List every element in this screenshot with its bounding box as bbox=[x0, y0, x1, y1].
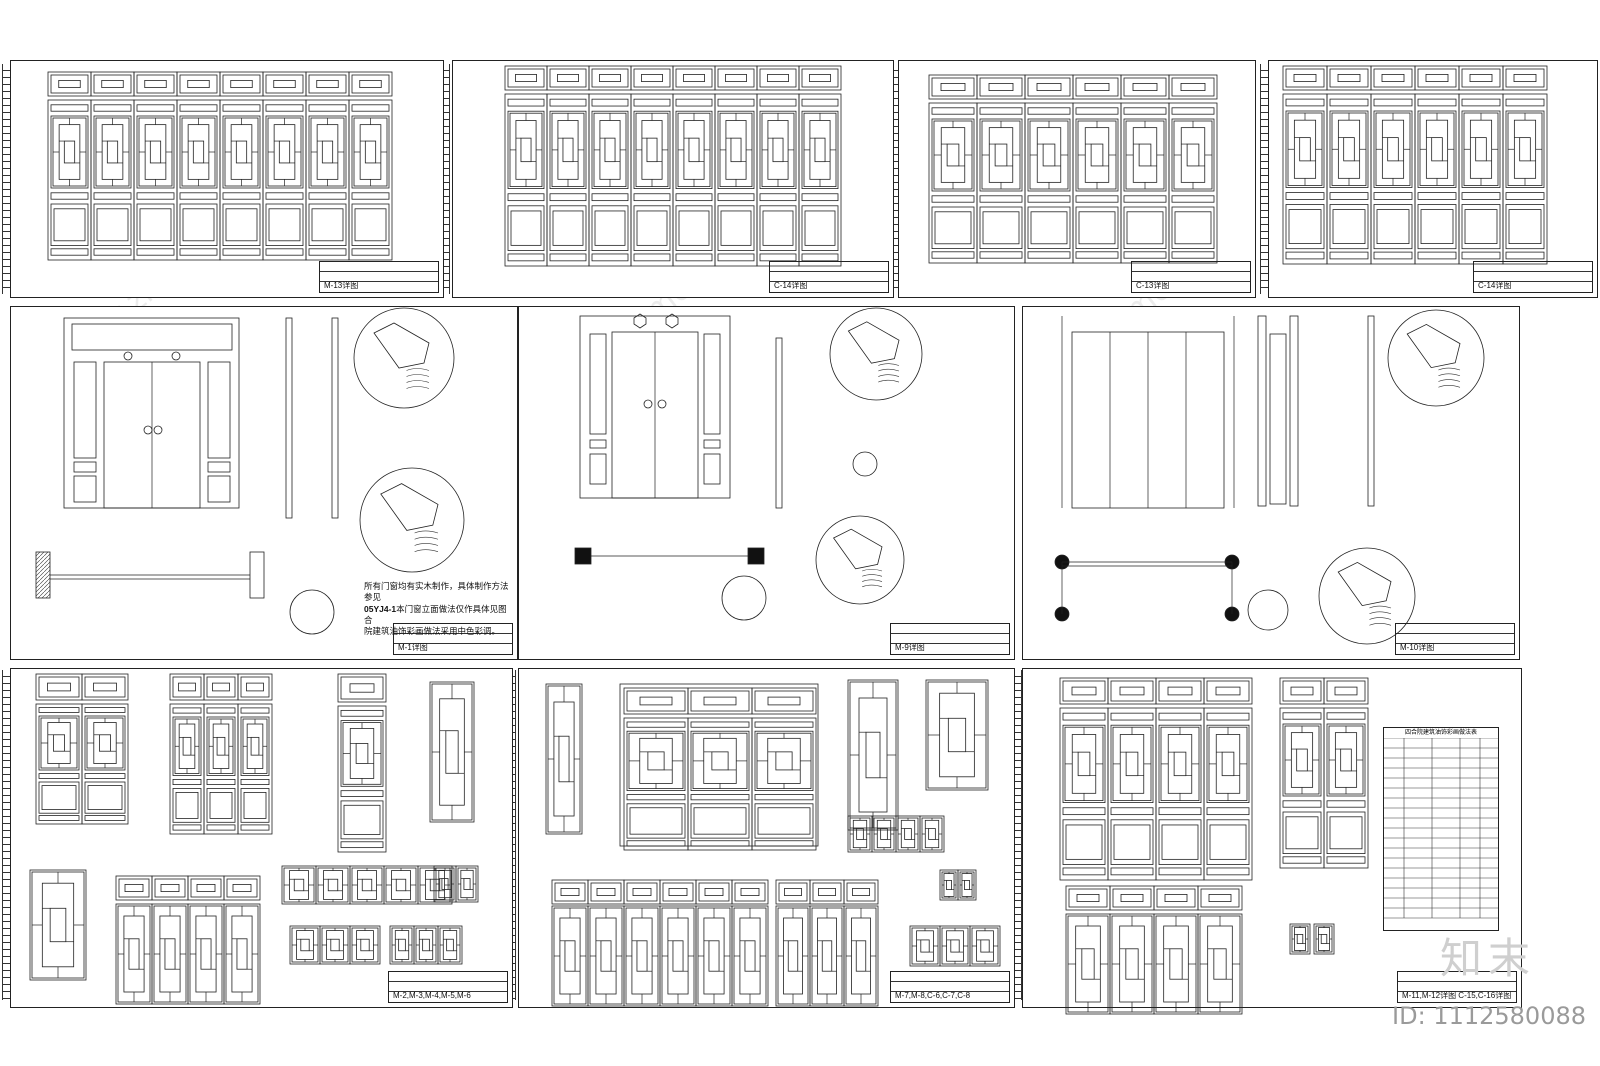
sheet-label: M-13详图 bbox=[324, 281, 359, 290]
title-block: M-10详图 bbox=[1395, 623, 1515, 655]
paint-schedule-table: 四合院建筑油饰彩画做法表 bbox=[1383, 727, 1499, 931]
image-id: ID: 1112580088 bbox=[1392, 1002, 1586, 1030]
sheet-label: M-2,M-3,M-4,M-5,M-6 bbox=[393, 991, 471, 1000]
sheet-label: C-13详图 bbox=[1136, 281, 1170, 290]
schedule-grid bbox=[1384, 738, 1498, 919]
title-block: C-14详图 bbox=[1473, 261, 1593, 293]
sheet-m1: M-1详图 bbox=[10, 306, 518, 660]
note-code: 05YJ4-1 bbox=[364, 604, 397, 614]
sheet-label: M-7,M-8,C-6,C-7,C-8 bbox=[895, 991, 971, 1000]
sheet-m9: M-9详图 bbox=[518, 306, 1015, 660]
title-block: M-13详图 bbox=[319, 261, 439, 293]
sheet-c14b: C-14详图 bbox=[1268, 60, 1598, 298]
sheet-label: M-9详图 bbox=[895, 643, 925, 652]
sheet-label: M-11,M-12详图 C-15,C-16详图 bbox=[1402, 991, 1512, 1000]
title-block: C-13详图 bbox=[1131, 261, 1251, 293]
construction-note: 所有门窗均有实木制作，具体制作方法参见 05YJ4-1本门窗立面做法仅作具体见图… bbox=[364, 582, 514, 638]
brand-logo: 知末 bbox=[1439, 934, 1536, 983]
title-block: M-1详图 bbox=[393, 623, 513, 655]
note-line-3: 院建筑油饰彩画做法采用中色彩调。 bbox=[364, 627, 501, 637]
title-block: M-7,M-8,C-6,C-7,C-8 bbox=[890, 971, 1010, 1003]
sheet-m10: M-10详图 bbox=[1022, 306, 1520, 660]
door-window-elevations bbox=[29, 65, 1548, 1015]
note-line-2: 本门窗立面做法仅作具体见图合 bbox=[364, 605, 507, 626]
sheet-label: C-14详图 bbox=[774, 281, 808, 290]
title-block: M-2,M-3,M-4,M-5,M-6 bbox=[388, 971, 508, 1003]
sheet-label: M-10详图 bbox=[1400, 643, 1435, 652]
title-block: M-9详图 bbox=[890, 623, 1010, 655]
sheet-label: M-1详图 bbox=[398, 643, 428, 652]
schedule-title: 四合院建筑油饰彩画做法表 bbox=[1404, 730, 1477, 736]
sheet-label: C-14详图 bbox=[1478, 281, 1512, 290]
title-block: M-11,M-12详图 C-15,C-16详图 bbox=[1397, 971, 1517, 1003]
note-line-1: 所有门窗均有实木制作，具体制作方法参见 bbox=[364, 582, 509, 603]
